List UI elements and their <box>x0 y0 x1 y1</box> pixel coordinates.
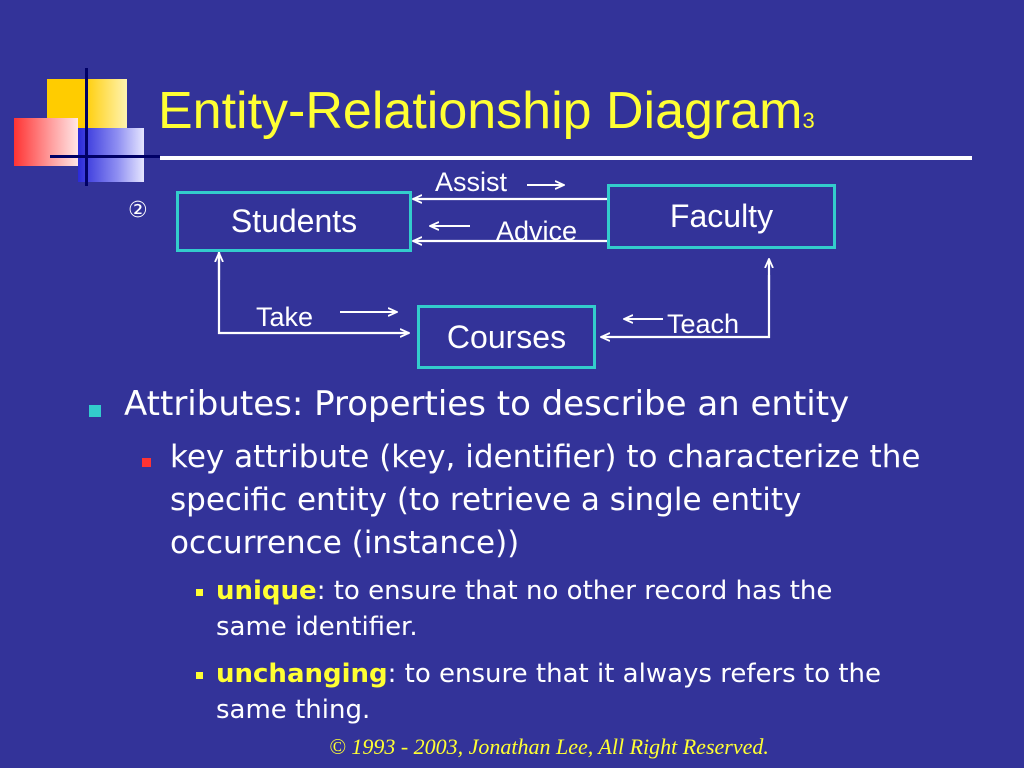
logo-red-square <box>14 118 78 166</box>
relationship-advice: Advice <box>496 216 578 246</box>
bullet-unchanging-text: : to ensure that it always refers to the <box>387 659 882 689</box>
bullet-marker-level2 <box>142 458 151 467</box>
keyword-unique: unique <box>216 576 317 606</box>
bullet-key-attribute-line2: specific entity (to retrieve a single en… <box>170 482 802 518</box>
keyword-unchanging: unchanging <box>216 659 388 689</box>
entity-courses: Courses <box>417 305 596 369</box>
take-connector <box>217 250 409 333</box>
bullet-marker-unchanging <box>196 672 203 679</box>
relationship-assist: Assist <box>435 167 508 197</box>
entity-students: Students <box>176 191 412 252</box>
bullet-unique-line2: same identifier. <box>216 612 418 642</box>
entity-faculty: Faculty <box>607 184 836 249</box>
bullet-key-attribute-line1: key attribute (key, identifier) to chara… <box>170 439 921 475</box>
logo-horizontal-line <box>50 155 160 158</box>
relationship-teach: Teach <box>667 309 740 339</box>
bullet-unique-line1: unique: to ensure that no other record h… <box>216 573 832 609</box>
relationship-take: Take <box>256 302 314 332</box>
slide-title-subscript: 3 <box>802 108 815 133</box>
copyright-footer: © 1993 - 2003, Jonathan Lee, All Right R… <box>329 734 769 759</box>
slide-title-text: Entity-Relationship Diagram <box>158 82 803 140</box>
bullet-key-attribute-line3: occurrence (instance)) <box>170 525 520 561</box>
title-underline <box>160 156 972 160</box>
logo-vertical-line <box>85 68 88 186</box>
bullet-marker-level1 <box>89 405 101 417</box>
bullet-unique-text: : to ensure that no other record has the <box>316 576 833 606</box>
bullet-unchanging-line2: same thing. <box>216 695 371 725</box>
step-marker: ② <box>128 198 148 223</box>
bullet-marker-unique <box>196 589 203 596</box>
slide-title: Entity-Relationship Diagram3 <box>158 80 815 152</box>
bullet-attributes: Attributes: Properties to describe an en… <box>124 384 850 424</box>
bullet-unchanging-line1: unchanging: to ensure that it always ref… <box>216 656 881 692</box>
